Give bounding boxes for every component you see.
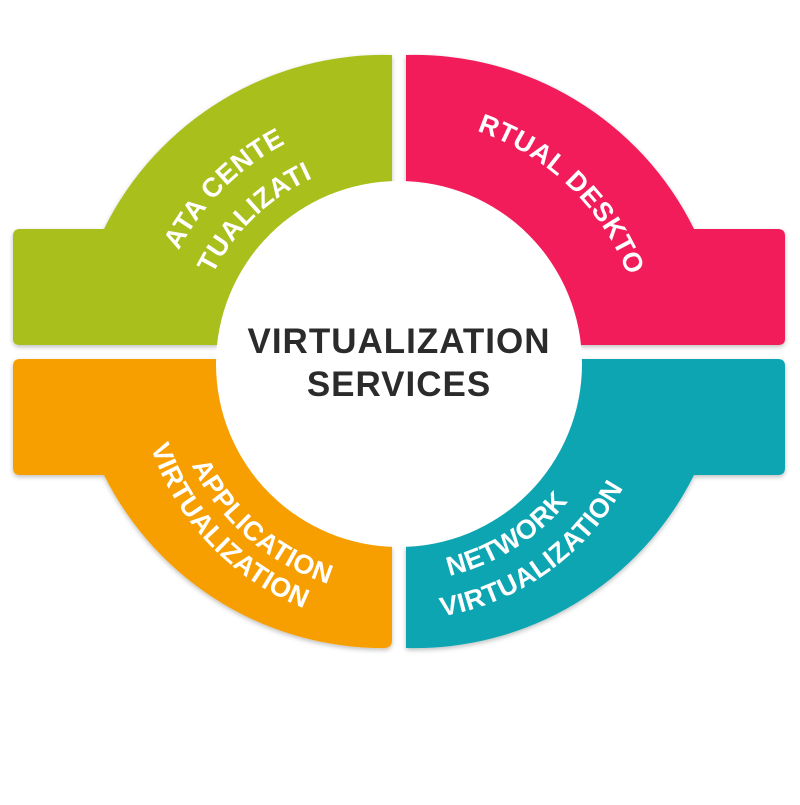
center-title-line2: SERVICES — [307, 365, 491, 404]
network-segment — [406, 359, 785, 649]
center-title-line1: VIRTUALIZATION — [247, 322, 550, 361]
virtual-desktop-segment — [406, 54, 785, 345]
application-segment — [13, 359, 392, 649]
data-center-segment — [13, 54, 392, 345]
center-circle — [216, 181, 582, 547]
